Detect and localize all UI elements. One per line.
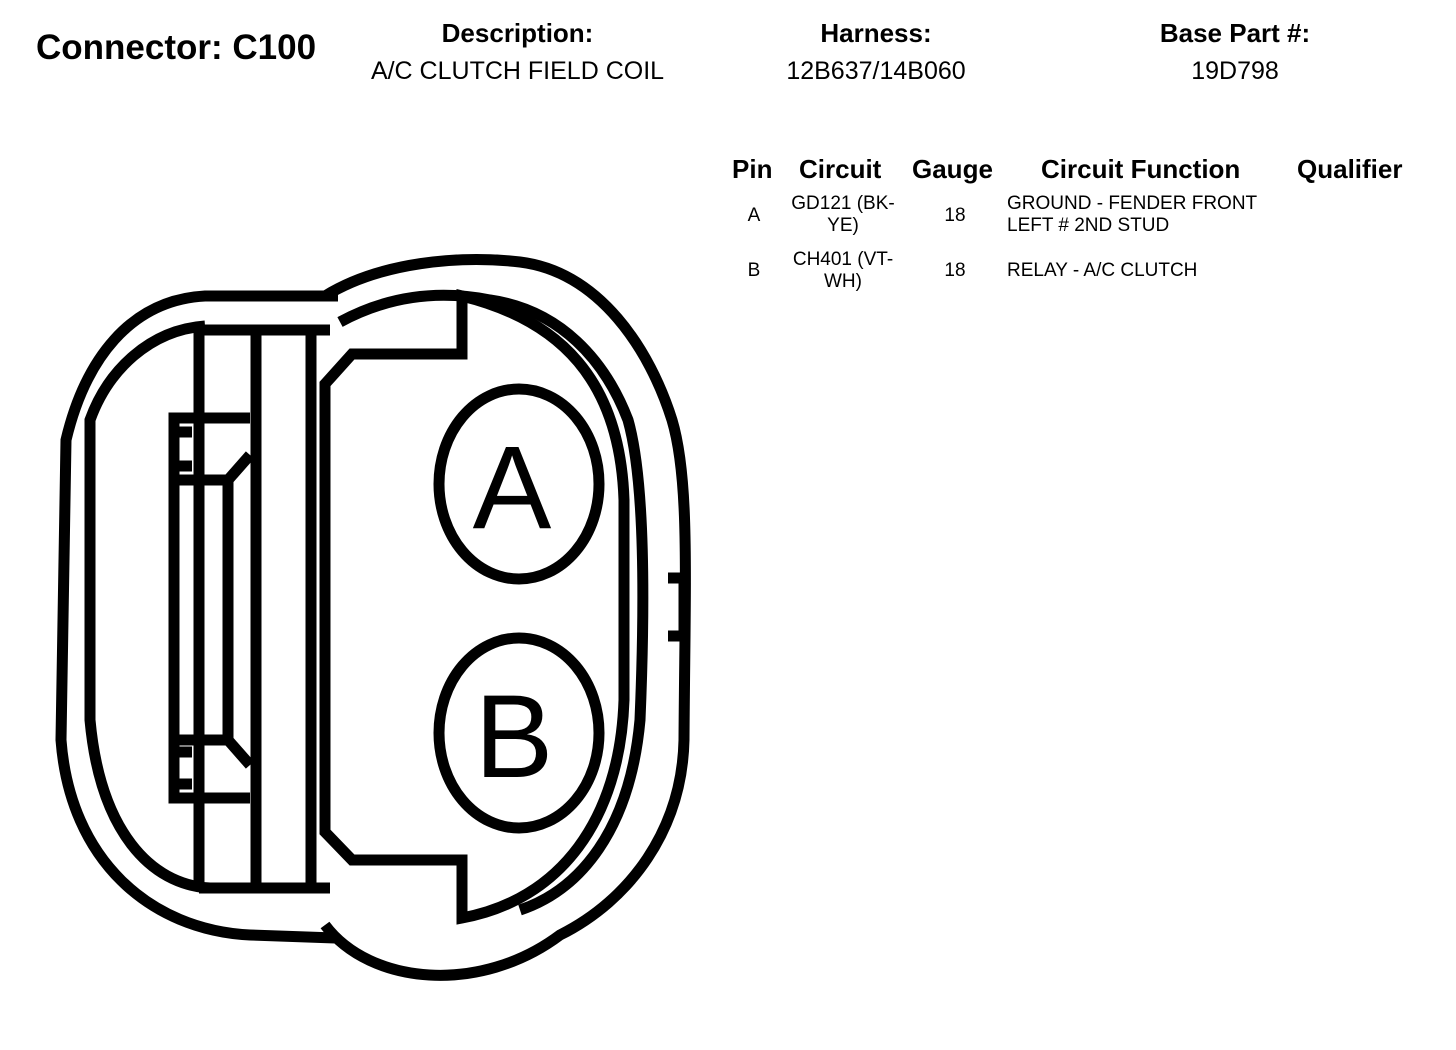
table-row-b-pin: B [747,260,761,281]
table-row-a-function-line1: GROUND - FENDER FRONT [1007,193,1258,214]
connector-title: Connector: C100 [36,28,317,67]
table-row-a-circuit-line1: GD121 (BK- [791,193,895,214]
table-row-b-gauge: 18 [944,260,966,281]
housing-outer-right [320,254,691,981]
terminal-cavity [319,288,630,925]
latch-key [668,572,690,642]
table-row-a-function-line2: LEFT # 2ND STUD [1007,215,1170,236]
table-row-b-function: RELAY - A/C CLUTCH [1007,260,1197,282]
column-header-circuit: Circuit [799,154,882,184]
pin-b-circle [433,632,605,834]
table-row-b-circuit-line1: CH401 (VT- [792,249,894,270]
column-header-gauge: Gauge [912,154,993,184]
pin-a-label: A [473,422,552,554]
lock-tab [168,412,250,804]
lock-tab-bevel-bottom [223,736,255,769]
table-row-b-circuit: CH401 (VT- WH) [772,249,914,293]
column-header-qualifier: Qualifier [1297,154,1403,184]
table-row-a-circuit-line2: YE) [827,215,859,236]
lock-tab-bevel-top [223,451,255,484]
pin-b-label: B [475,671,554,803]
base-part-block: Base Part #: 19D798 [1110,18,1360,86]
base-part-value: 19D798 [1191,57,1279,85]
harness-value: 12B637/14B060 [786,57,966,85]
pin-a-circle [433,383,605,585]
base-part-label: Base Part #: [1159,18,1311,48]
table-row-a-circuit: GD121 (BK- YE) [772,193,914,237]
table-row-a-pin: A [747,205,761,226]
housing-inner-left [84,320,211,894]
column-header-circuit-function: Circuit Function [1041,154,1241,184]
table-row-a-function: GROUND - FENDER FRONT LEFT # 2ND STUD [1007,193,1257,237]
description-label: Description: [441,18,594,48]
harness-block: Harness: 12B637/14B060 [760,18,992,86]
description-block: Description: A/C CLUTCH FIELD COIL [345,18,690,86]
description-value: A/C CLUTCH FIELD COIL [370,57,665,85]
column-header-pin: Pin [732,154,773,184]
housing-outer-left [55,290,338,944]
table-row-b-function-line1: RELAY - A/C CLUTCH [1007,260,1198,281]
harness-label: Harness: [820,18,932,48]
table-row-b-circuit-line2: WH) [824,271,862,292]
table-row-a-gauge: 18 [944,205,966,226]
lock-tab-inner [174,474,234,746]
